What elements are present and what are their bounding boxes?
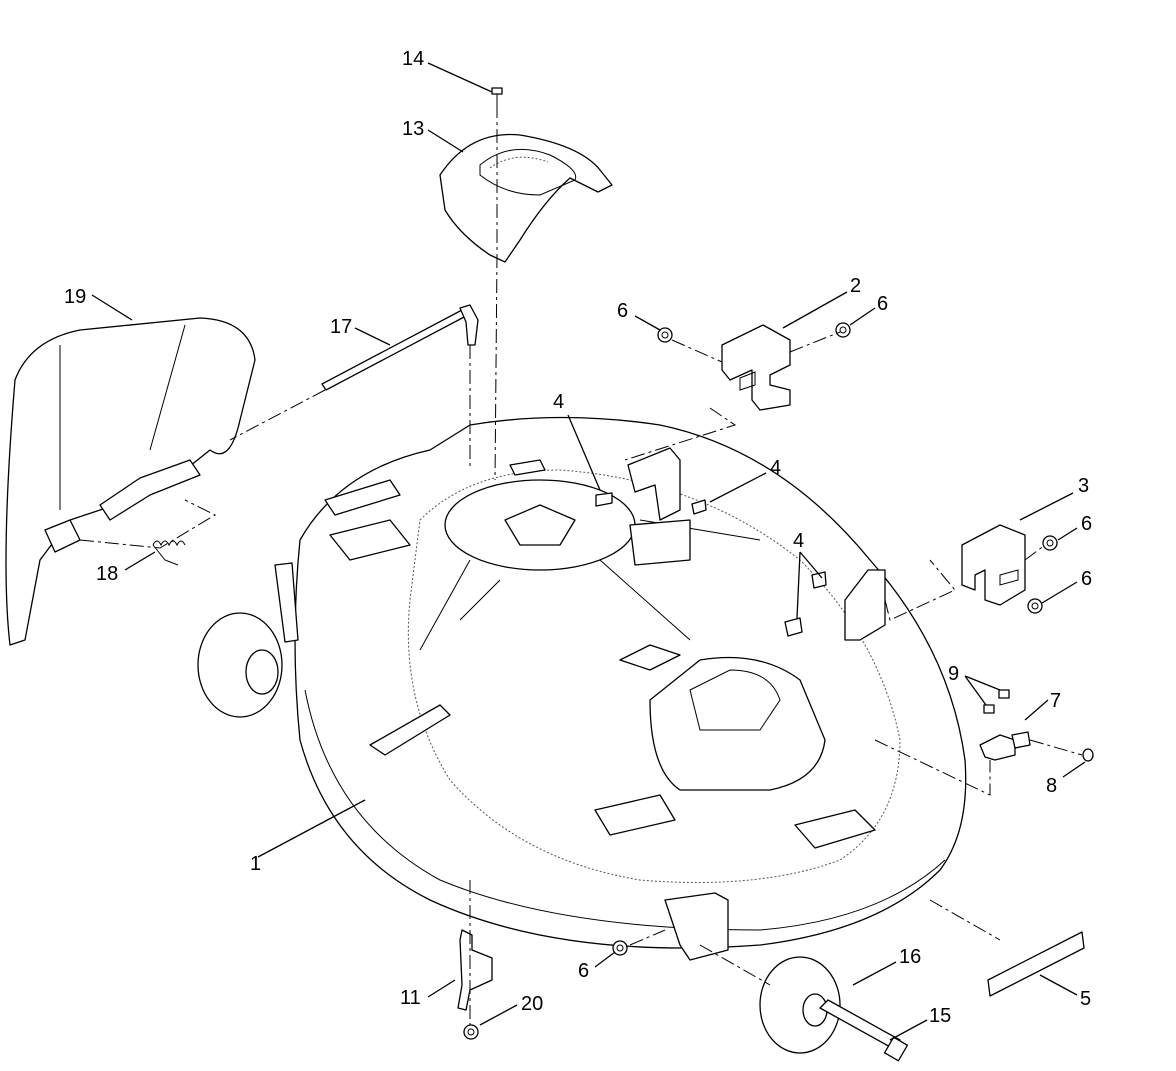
spring-18 bbox=[152, 540, 186, 566]
callout-2: 2 bbox=[850, 275, 861, 297]
nut-6-top-left bbox=[657, 327, 673, 343]
callout-4-middle: 4 bbox=[770, 457, 781, 479]
callout-6-top-right: 6 bbox=[877, 293, 888, 315]
wheel-bolt-15 bbox=[819, 999, 909, 1062]
discharge-chute-19 bbox=[5, 317, 256, 646]
callout-4-right: 4 bbox=[793, 530, 804, 552]
callout-1: 1 bbox=[250, 853, 261, 875]
nut-6-right-b bbox=[1027, 598, 1043, 614]
nut-6-bottom bbox=[612, 940, 628, 956]
callout-9: 9 bbox=[948, 663, 959, 685]
callout-6-right-b: 6 bbox=[1081, 568, 1092, 590]
nut-6-top-right bbox=[835, 322, 851, 338]
callout-leaders bbox=[91, 62, 1086, 1041]
screw-14 bbox=[491, 87, 503, 104]
bracket-11 bbox=[457, 929, 493, 1011]
mounting-plate-left bbox=[595, 447, 707, 521]
callout-3: 3 bbox=[1078, 475, 1089, 497]
callout-6-right-a: 6 bbox=[1081, 513, 1092, 535]
callout-6-bottom: 6 bbox=[578, 960, 589, 982]
callout-14: 14 bbox=[402, 48, 424, 70]
fitting-7 bbox=[979, 731, 1031, 761]
nut-6-right-a bbox=[1042, 535, 1058, 551]
callout-4-left: 4 bbox=[553, 391, 564, 413]
spindle-cover-13 bbox=[439, 133, 613, 263]
callout-16: 16 bbox=[899, 946, 921, 968]
mounting-plate-right bbox=[784, 569, 886, 641]
callout-15: 15 bbox=[929, 1005, 951, 1027]
callout-8: 8 bbox=[1046, 775, 1057, 797]
callout-6-top-left: 6 bbox=[617, 300, 628, 322]
callout-19: 19 bbox=[64, 286, 86, 308]
rod-17 bbox=[321, 304, 479, 391]
bracket-2 bbox=[721, 324, 791, 411]
callout-20: 20 bbox=[521, 993, 543, 1015]
nut-20 bbox=[463, 1024, 479, 1040]
callout-17: 17 bbox=[330, 316, 352, 338]
callout-7: 7 bbox=[1050, 690, 1061, 712]
callout-5: 5 bbox=[1080, 988, 1091, 1010]
callout-11: 11 bbox=[400, 987, 421, 1009]
callout-18: 18 bbox=[96, 563, 118, 585]
bracket-3 bbox=[961, 524, 1026, 606]
mower-deck bbox=[294, 416, 967, 961]
screw-9-b bbox=[983, 704, 995, 714]
washer-8 bbox=[1082, 748, 1094, 762]
screw-9-a bbox=[998, 689, 1010, 699]
callout-13: 13 bbox=[402, 118, 424, 140]
callout-labels: 14 13 19 17 2 6 6 4 4 4 3 6 6 18 9 7 8 1… bbox=[64, 48, 1092, 1027]
left-gauge-wheel bbox=[197, 562, 299, 718]
assembly-centerlines bbox=[79, 104, 1083, 1025]
decal-5 bbox=[987, 931, 1085, 997]
